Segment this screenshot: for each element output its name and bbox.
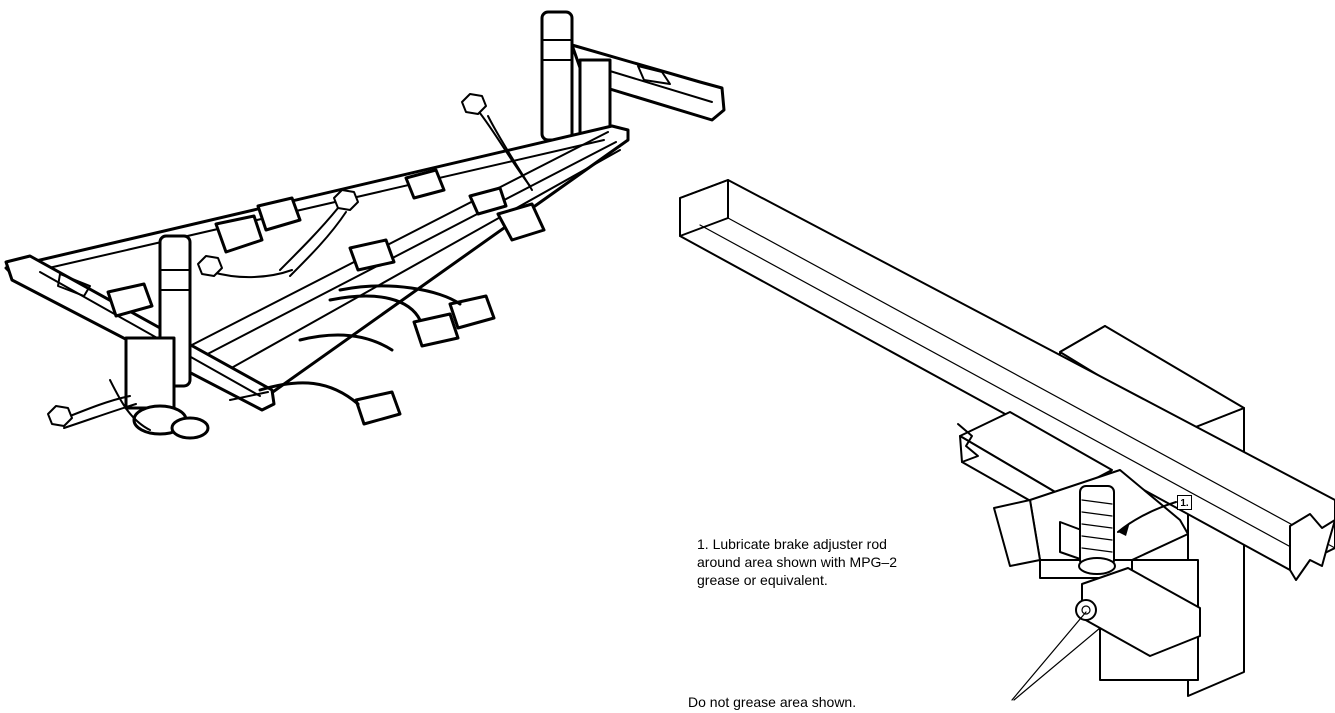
callout-marker-box: 1. [1177,495,1192,510]
brake-linkage-assembly-drawing [4,10,726,440]
lubricate-note: 1. Lubricate brake adjuster rod around a… [697,536,897,588]
no-grease-note: Do not grease area shown. [688,694,857,710]
brake-adjuster-detail-drawing [679,179,1335,701]
